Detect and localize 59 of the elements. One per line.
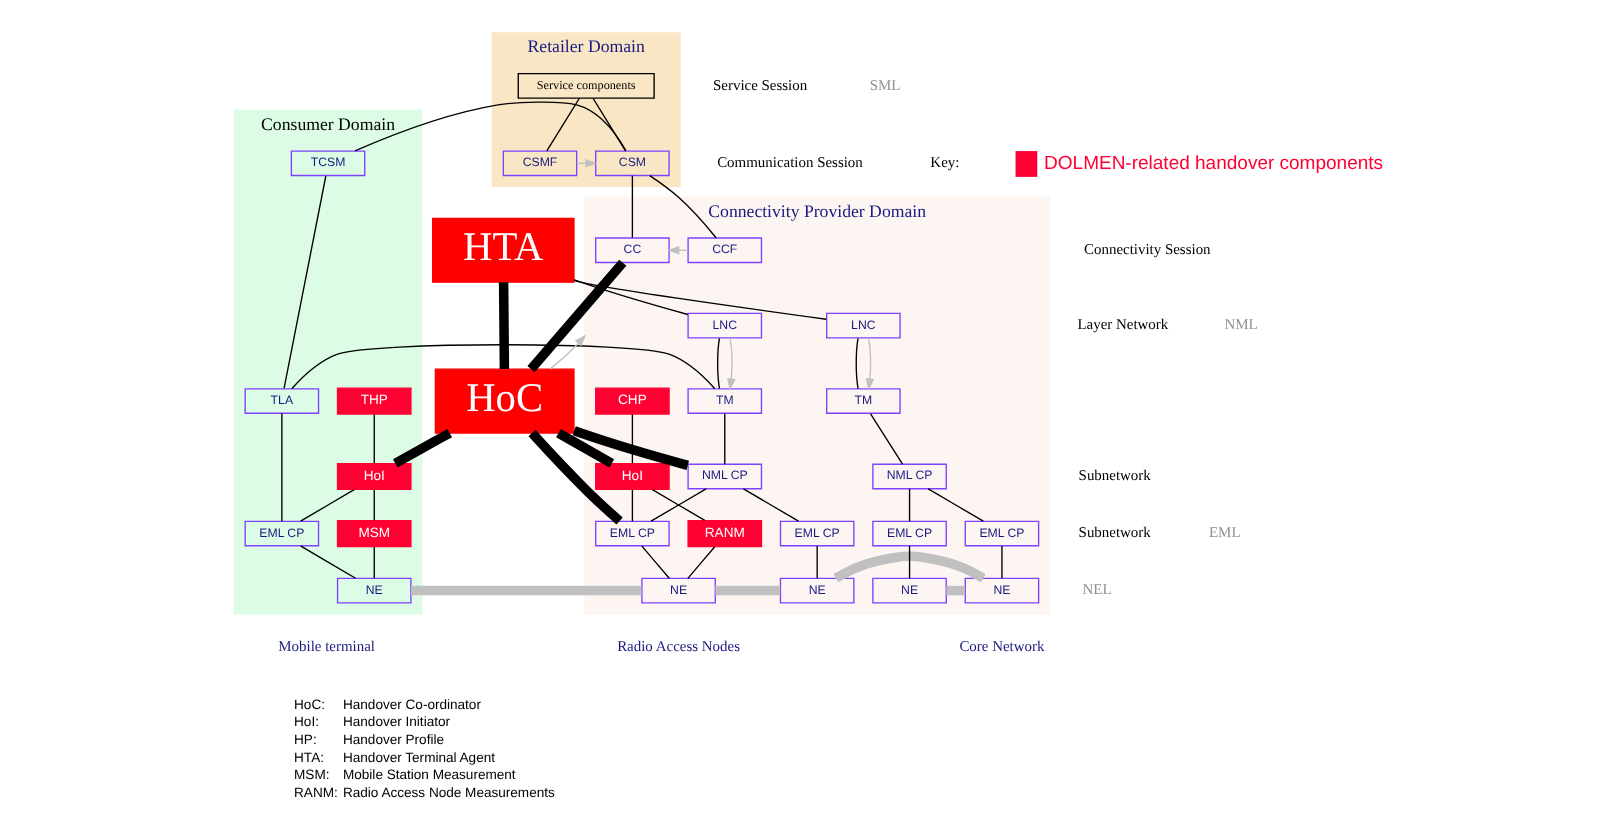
connector — [640, 545, 669, 579]
connector — [945, 585, 965, 596]
connector — [571, 426, 689, 470]
label: Key: — [929, 153, 959, 172]
label: Subnetwork — [1077, 523, 1150, 542]
connector — [1000, 545, 1002, 579]
connector — [868, 413, 903, 465]
connector — [298, 488, 354, 522]
label: NML — [1223, 315, 1257, 334]
label: Core Network — [958, 637, 1044, 656]
connector — [591, 97, 626, 152]
connector — [714, 585, 780, 596]
legend-label: DOLMEN-related handover components — [1043, 153, 1383, 176]
label: Layer Network — [1076, 315, 1168, 334]
arrow — [548, 334, 586, 370]
connector — [648, 174, 716, 239]
connector — [907, 545, 910, 579]
connector — [280, 412, 282, 522]
connector — [372, 546, 374, 579]
label: Subnetwork — [1077, 466, 1150, 485]
connector — [686, 546, 715, 579]
arrow — [864, 337, 874, 391]
label: Service Session — [712, 75, 807, 94]
connector — [630, 489, 633, 522]
connector — [392, 428, 452, 468]
node-box: HoC — [433, 368, 574, 434]
connector — [410, 585, 641, 596]
connector — [832, 551, 985, 583]
label: Connectivity Session — [1083, 240, 1210, 259]
connector — [372, 413, 374, 464]
connector — [282, 175, 326, 390]
connector — [497, 282, 509, 370]
connector — [741, 488, 799, 522]
connector — [630, 413, 633, 464]
label: NEL — [1081, 580, 1111, 599]
connector — [572, 279, 688, 316]
connector — [555, 428, 614, 468]
connector — [526, 259, 626, 373]
connector — [723, 413, 725, 465]
label: Radio Access Nodes — [616, 637, 739, 656]
label: EML — [1208, 523, 1240, 542]
node-box: HTA — [431, 217, 574, 283]
connector — [290, 344, 715, 390]
label: Communication Session — [716, 153, 862, 172]
arrow — [726, 337, 735, 391]
connector — [372, 489, 374, 522]
connector — [572, 279, 826, 320]
connector — [630, 175, 633, 239]
label: SML — [868, 75, 900, 94]
connector — [353, 101, 626, 152]
connector — [527, 429, 622, 525]
connector — [907, 488, 910, 522]
connector — [298, 545, 356, 579]
connector — [715, 337, 720, 390]
connector — [926, 488, 983, 522]
connector — [854, 337, 858, 390]
label: Mobile terminal — [277, 637, 375, 656]
connector — [545, 97, 580, 152]
connector — [815, 545, 817, 579]
